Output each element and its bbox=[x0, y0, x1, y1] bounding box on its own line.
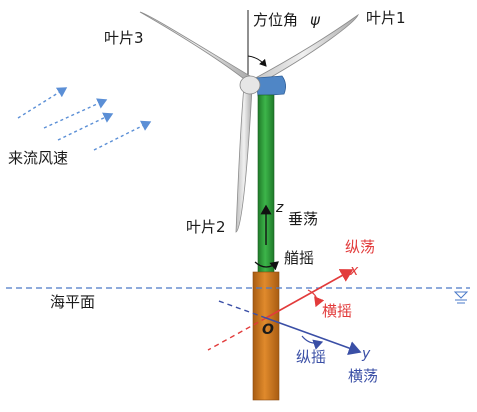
label-blade-2: 叶片2 bbox=[186, 218, 226, 236]
x-axis-dashed bbox=[207, 317, 267, 351]
label-pitch-blue: 纵摇 bbox=[296, 348, 326, 366]
nacelle bbox=[255, 75, 286, 97]
y-axis bbox=[265, 317, 362, 355]
wind-arrows bbox=[17, 87, 152, 151]
label-psi: ψ bbox=[310, 11, 321, 29]
label-axis-z: z bbox=[275, 200, 284, 216]
tower bbox=[257, 94, 275, 274]
label-sway-blue: 横荡 bbox=[348, 367, 378, 385]
label-yaw: 艏摇 bbox=[284, 249, 314, 267]
label-heave: 垂荡 bbox=[288, 210, 318, 228]
label-axis-x: x bbox=[349, 263, 359, 279]
x-axis bbox=[265, 269, 354, 319]
label-sea-level: 海平面 bbox=[50, 293, 95, 311]
label-inflow: 来流风速 bbox=[8, 149, 68, 167]
label-roll-red: 横摇 bbox=[322, 302, 352, 320]
label-origin: O bbox=[262, 322, 274, 338]
blade-1 bbox=[247, 13, 359, 89]
rotor-hub bbox=[239, 75, 261, 95]
blade-3 bbox=[139, 11, 251, 83]
spar-platform bbox=[252, 271, 280, 401]
blade-2 bbox=[235, 85, 253, 233]
roll-arc bbox=[307, 289, 325, 308]
water-level-icon bbox=[453, 291, 469, 304]
label-azimuth: 方位角 bbox=[253, 11, 298, 29]
label-blade-3: 叶片3 bbox=[104, 29, 144, 47]
pitch-arc bbox=[301, 335, 324, 350]
label-sway-red: 纵荡 bbox=[345, 238, 375, 256]
label-blade-1: 叶片1 bbox=[366, 9, 406, 27]
yaw-arc bbox=[254, 261, 279, 271]
azimuth-arc bbox=[247, 55, 267, 67]
label-axis-y: y bbox=[361, 346, 371, 362]
